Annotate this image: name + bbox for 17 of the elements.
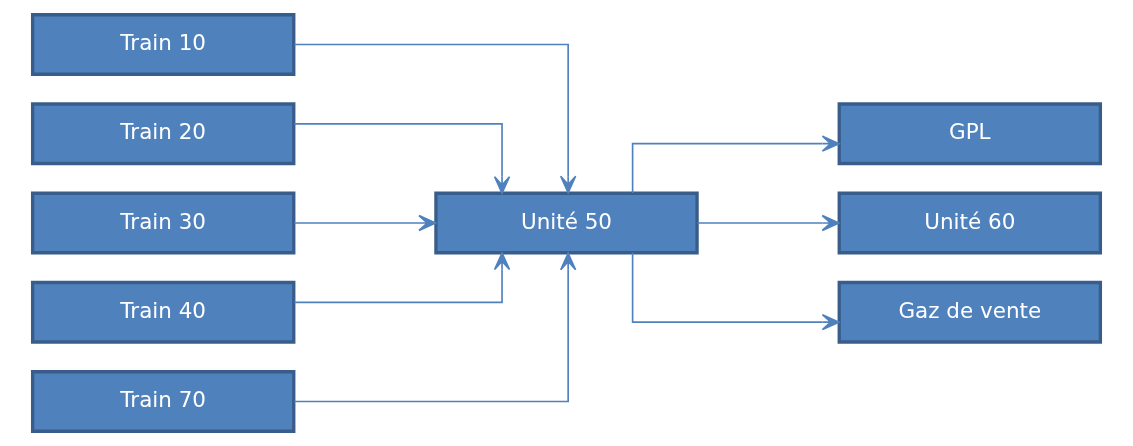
node-box: Unité 60 [837, 191, 1103, 255]
arrow [631, 135, 840, 194]
node-box: GPL [837, 102, 1103, 166]
arrow [293, 43, 577, 194]
arrow [696, 214, 840, 232]
node-box: Train 40 [30, 280, 296, 344]
node-box: Train 10 [30, 13, 296, 76]
arrow [293, 252, 577, 403]
node-box: Train 20 [30, 102, 296, 166]
node-box: Unité 50 [434, 191, 699, 255]
node-box: Train 70 [30, 370, 296, 433]
node-box: Train 30 [30, 191, 296, 255]
arrow [293, 252, 511, 304]
arrow [631, 251, 840, 331]
node-box: Gaz de vente [837, 280, 1103, 344]
arrow [293, 123, 511, 195]
arrow [293, 214, 437, 232]
